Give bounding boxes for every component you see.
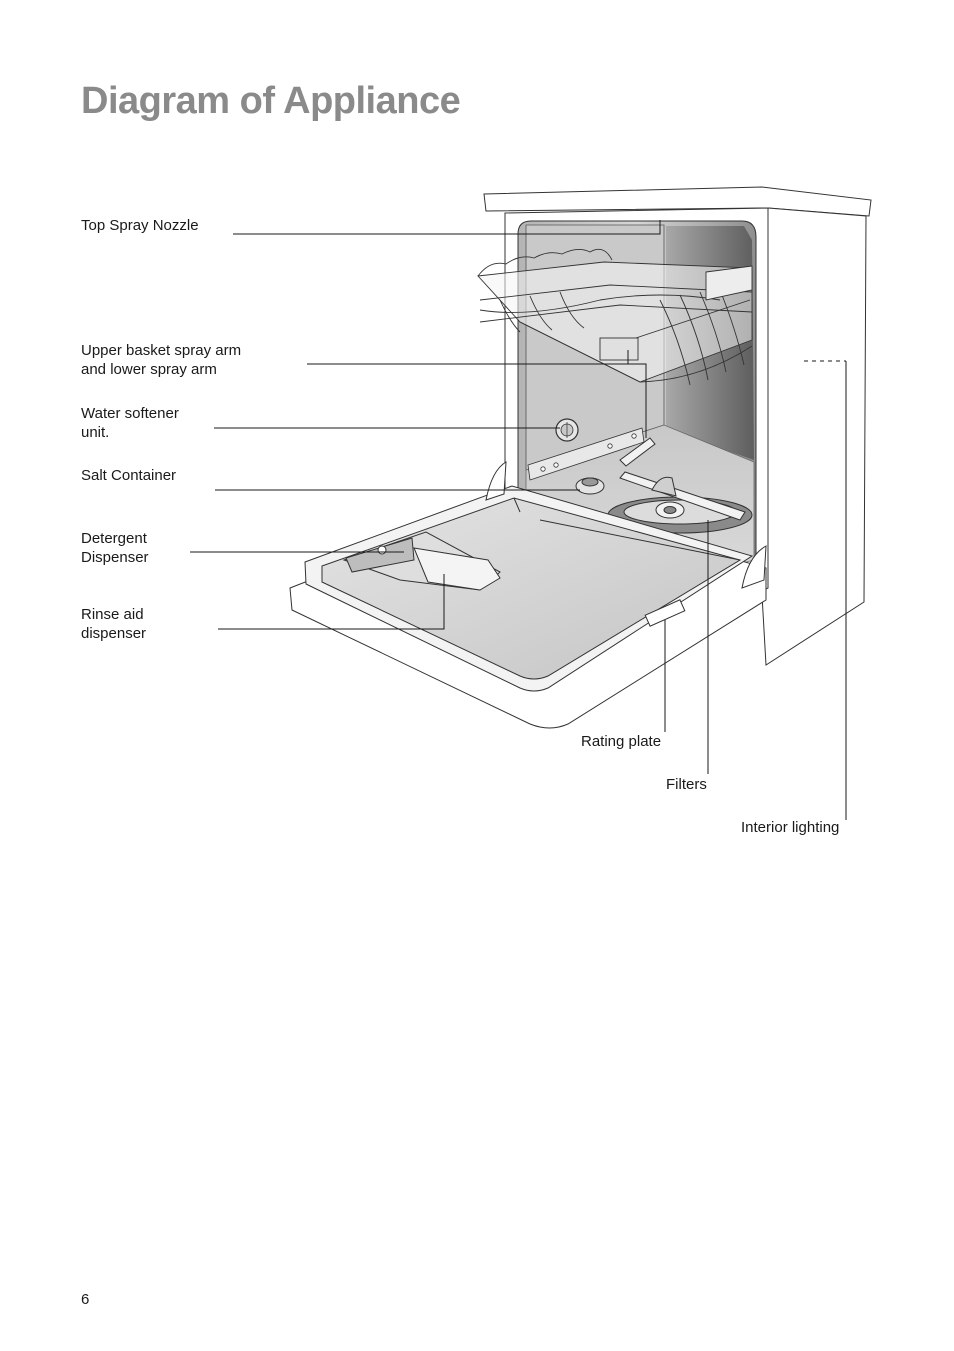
label-rinse-aid-line1: Rinse aid — [81, 605, 146, 624]
water-softener-dial — [556, 419, 578, 441]
label-water-softener-line1: Water softener — [81, 404, 179, 423]
label-detergent-dispenser: Detergent Dispenser — [81, 529, 149, 567]
label-filters-text: Filters — [666, 776, 707, 793]
label-spray-arms: Upper basket spray arm and lower spray a… — [81, 341, 241, 379]
label-rating-plate: Rating plate — [581, 732, 661, 751]
label-detergent-line1: Detergent — [81, 529, 149, 548]
label-water-softener-line2: unit. — [81, 423, 179, 442]
label-spray-arms-line1: Upper basket spray arm — [81, 341, 241, 360]
label-detergent-line2: Dispenser — [81, 548, 149, 567]
label-rinse-aid-line2: dispenser — [81, 624, 146, 643]
label-interior-lighting-text: Interior lighting — [741, 819, 839, 836]
right-side-panel — [762, 208, 866, 665]
label-salt-container: Salt Container — [81, 466, 176, 485]
label-rinse-aid-dispenser: Rinse aid dispenser — [81, 605, 146, 643]
label-water-softener: Water softener unit. — [81, 404, 179, 442]
label-top-spray-nozzle: Top Spray Nozzle — [81, 216, 199, 235]
label-filters: Filters — [666, 775, 707, 794]
label-spray-arms-line2: and lower spray arm — [81, 360, 241, 379]
label-rating-plate-text: Rating plate — [581, 733, 661, 750]
page-number: 6 — [81, 1291, 89, 1308]
label-salt-container-text: Salt Container — [81, 467, 176, 484]
label-top-spray-nozzle-text: Top Spray Nozzle — [81, 217, 199, 234]
label-interior-lighting: Interior lighting — [741, 818, 839, 837]
